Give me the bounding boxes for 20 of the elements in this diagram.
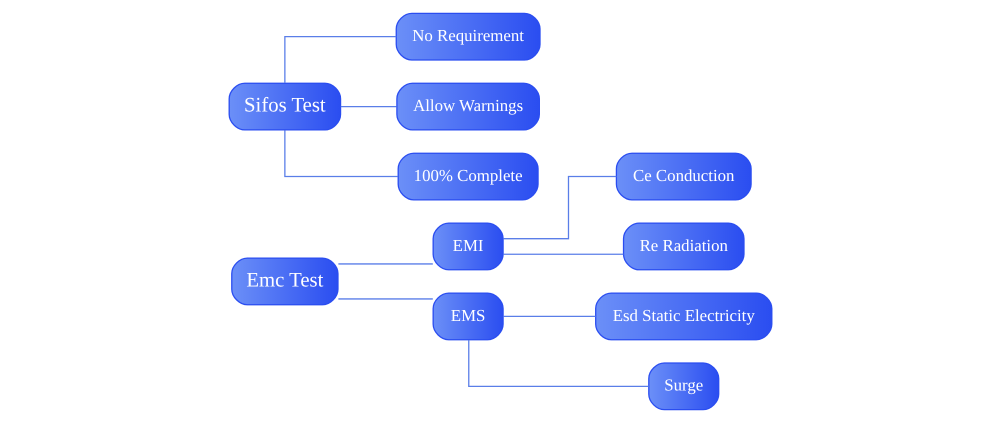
node-box: Allow Warnings xyxy=(396,82,540,131)
node-box: Surge xyxy=(648,362,719,410)
connector xyxy=(502,316,596,318)
node-box: Emc Test xyxy=(230,257,338,306)
node-box: Ce Conduction xyxy=(615,152,752,200)
node-box: No Requirement xyxy=(395,12,540,61)
connector xyxy=(284,36,396,83)
connector xyxy=(502,176,616,240)
node-box: 100% Complete xyxy=(397,152,538,200)
connector xyxy=(338,263,432,265)
connector xyxy=(502,254,623,255)
connector xyxy=(338,298,432,300)
connector xyxy=(340,106,396,108)
node-box: Sifos Test xyxy=(228,82,341,131)
connector xyxy=(468,340,648,387)
node-box: Re Radiation xyxy=(622,222,744,270)
node-box: EMI xyxy=(432,222,504,270)
node-box: Esd Static Electricity xyxy=(594,292,772,340)
connector xyxy=(284,130,398,178)
node-box: EMS xyxy=(432,292,504,340)
